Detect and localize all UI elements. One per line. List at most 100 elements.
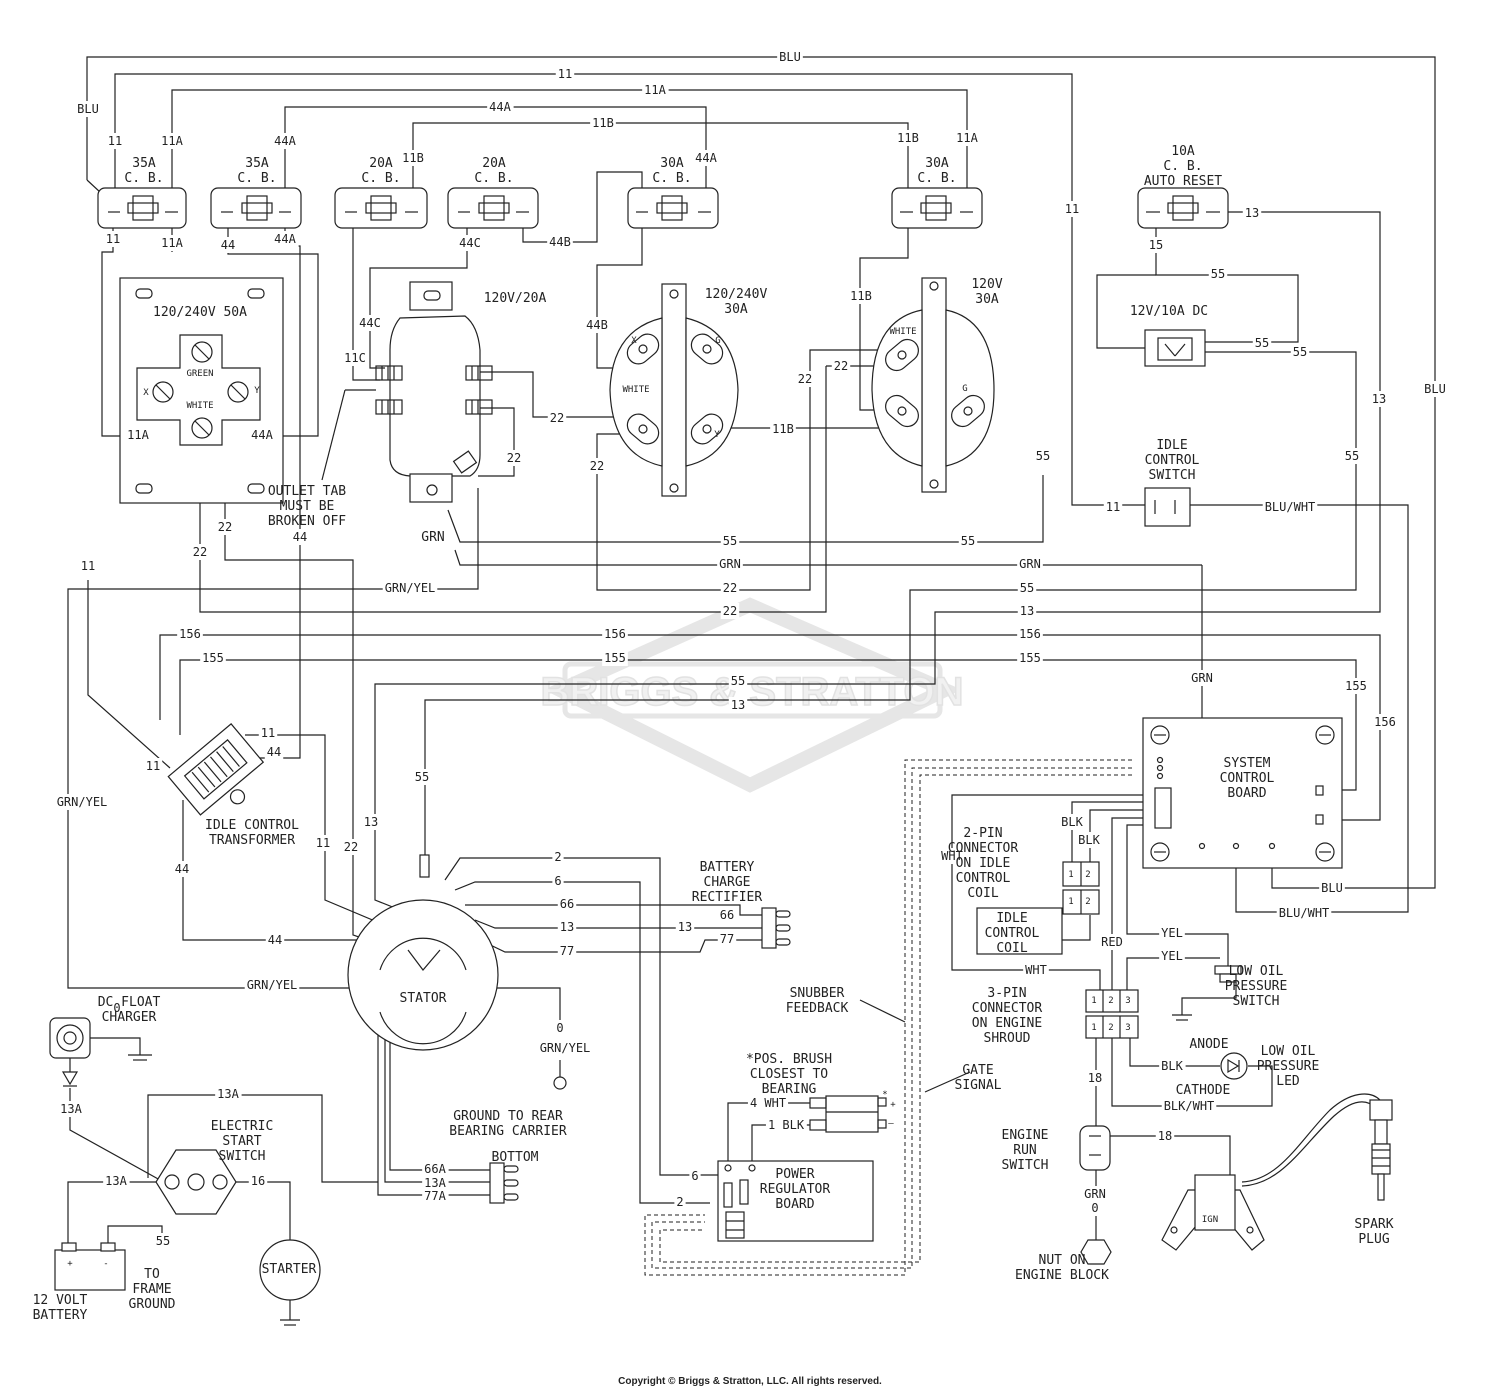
label-line: CONNECTOR <box>948 841 1019 856</box>
wire-label-backing <box>895 130 921 146</box>
label-line: C. B. <box>1163 159 1202 174</box>
wire-label-wht-1: WHT <box>939 848 965 864</box>
wire-label-text: 155 <box>1019 651 1041 665</box>
terminal-label-b-minus: — <box>888 1119 894 1129</box>
wire-label-backing <box>1159 925 1185 941</box>
label-line: STATOR <box>400 991 447 1006</box>
label-line: 30A <box>925 156 949 171</box>
wire-label-text: YEL <box>1161 949 1183 963</box>
wire-label-text: 44C <box>359 316 381 330</box>
wire-label-backing <box>412 769 432 785</box>
wire-label-backing <box>103 1173 130 1189</box>
wire-label-w13-v: 13 <box>361 814 381 830</box>
label-line: SWITCH <box>1002 1158 1049 1173</box>
terminal-label-star: * <box>882 1090 887 1100</box>
wire-label-text: 11B <box>772 422 794 436</box>
wire-label-text: GRN <box>1191 671 1213 685</box>
wire-label-backing <box>111 1000 123 1016</box>
wire-label-backing <box>200 650 226 666</box>
wire-label-w22-rec2: 22 <box>190 544 210 560</box>
wire-label-w11b-cb6: 11B <box>895 130 921 146</box>
wire-label-w13a-dc: 13A <box>58 1101 85 1117</box>
wire-label-backing <box>357 315 383 331</box>
label-line: BROKEN OFF <box>268 514 346 529</box>
wire-label-red-con: RED <box>1099 934 1125 950</box>
label-line: COIL <box>996 941 1027 956</box>
brush-assembly <box>809 1095 887 1133</box>
wire-label-text: 11 <box>261 726 275 740</box>
wire-label-backing <box>457 235 483 251</box>
wire-label-text: 156 <box>179 627 201 641</box>
label-line: ON IDLE <box>956 856 1011 871</box>
receptacle-120-240v-30a <box>609 283 739 497</box>
wire-label-w55-right: 55 <box>1342 448 1362 464</box>
terminal-label-p3-4: 1 <box>1091 1023 1096 1033</box>
outlet-120v-20a <box>321 281 493 503</box>
wire-label-text: 11A <box>161 134 183 148</box>
label-line: 20A <box>369 156 393 171</box>
terminal-label-p1a: 1 <box>1068 870 1073 880</box>
wire-label-w13-right: 13 <box>1369 391 1389 407</box>
wire-label-backing <box>244 977 300 993</box>
terminal-label-p2a: 2 <box>1085 870 1090 880</box>
wire-label-w66-rect: 66 <box>717 907 737 923</box>
wire-label-text: 77 <box>560 944 574 958</box>
wire-label-backing <box>642 82 669 98</box>
label-line: PLUG <box>1358 1232 1389 1247</box>
wire-label-yel-2: YEL <box>1159 948 1185 964</box>
terminal-label-white30b: WHITE <box>889 327 916 337</box>
wire-label-backing <box>1146 237 1166 253</box>
label-line: SIGNAL <box>955 1078 1002 1093</box>
wire-label-w11c: 11C <box>342 350 368 366</box>
wire-label-backing <box>557 896 577 912</box>
terminal-label-p3-1: 1 <box>1091 996 1096 1006</box>
wire-label-backing <box>720 580 740 596</box>
wire-label-backing <box>190 544 210 560</box>
wire-label-w22-r30a: 22 <box>795 371 815 387</box>
wire-label-backing <box>1422 381 1448 397</box>
wire-label-backing <box>504 450 524 466</box>
wire-label-backing <box>125 427 152 443</box>
wire-label-text: 77 <box>720 932 734 946</box>
wire-label-w55-h3: 55 <box>1017 580 1037 596</box>
wire-label-text: 18 <box>1158 1129 1172 1143</box>
wire-label-text: YEL <box>1161 926 1183 940</box>
label-line: OUTLET TAB <box>268 484 346 499</box>
wire-label-blk-1: BLK <box>1059 814 1086 830</box>
label-line: MUST BE <box>280 499 335 514</box>
wire-label-text: 11A <box>956 131 978 145</box>
label-line: STARTER <box>262 1262 317 1277</box>
wire-label-text: 44A <box>695 151 717 165</box>
label-line: PRESSURE <box>1257 1059 1320 1074</box>
wire-label-text: 6 <box>691 1169 698 1183</box>
terminal-label-y30a: Y <box>714 430 720 440</box>
component-label-rec-50: 120/240V 50A <box>153 305 247 320</box>
wire-label-blu-right: BLU <box>1422 381 1448 397</box>
wire-label-w11a-rec: 11A <box>125 427 152 443</box>
wire-label-w44b-cb4: 44B <box>547 234 573 250</box>
wire-label-text: 13 <box>678 920 692 934</box>
wire-label-text: 22 <box>798 372 812 386</box>
wire-label-text: BLU/WHT <box>1265 500 1316 514</box>
wire-label-backing <box>422 1188 449 1204</box>
circuit-breaker-20a-2 <box>447 187 539 229</box>
wire-label-w13a-b: 13A <box>422 1175 449 1191</box>
label-line: START <box>222 1134 261 1149</box>
wire-label-backing <box>557 919 577 935</box>
wire-label-w11b-r30: 11B <box>848 288 874 304</box>
idle-control-coil <box>976 907 1063 955</box>
wire-label-text: 11 <box>1106 500 1120 514</box>
component-label-out-20: 120V/20A <box>484 291 547 306</box>
label-line: IDLE CONTROL <box>205 818 299 833</box>
engine-block-nut <box>1080 1239 1112 1265</box>
wire-label-backing <box>58 1101 85 1117</box>
system-control-board <box>1142 717 1343 869</box>
wire-label-backing <box>717 907 737 923</box>
wire-label-text: 13A <box>105 1174 127 1188</box>
wire-label-backing <box>218 237 238 253</box>
terminal-label-bat-plus: + <box>67 1259 73 1269</box>
